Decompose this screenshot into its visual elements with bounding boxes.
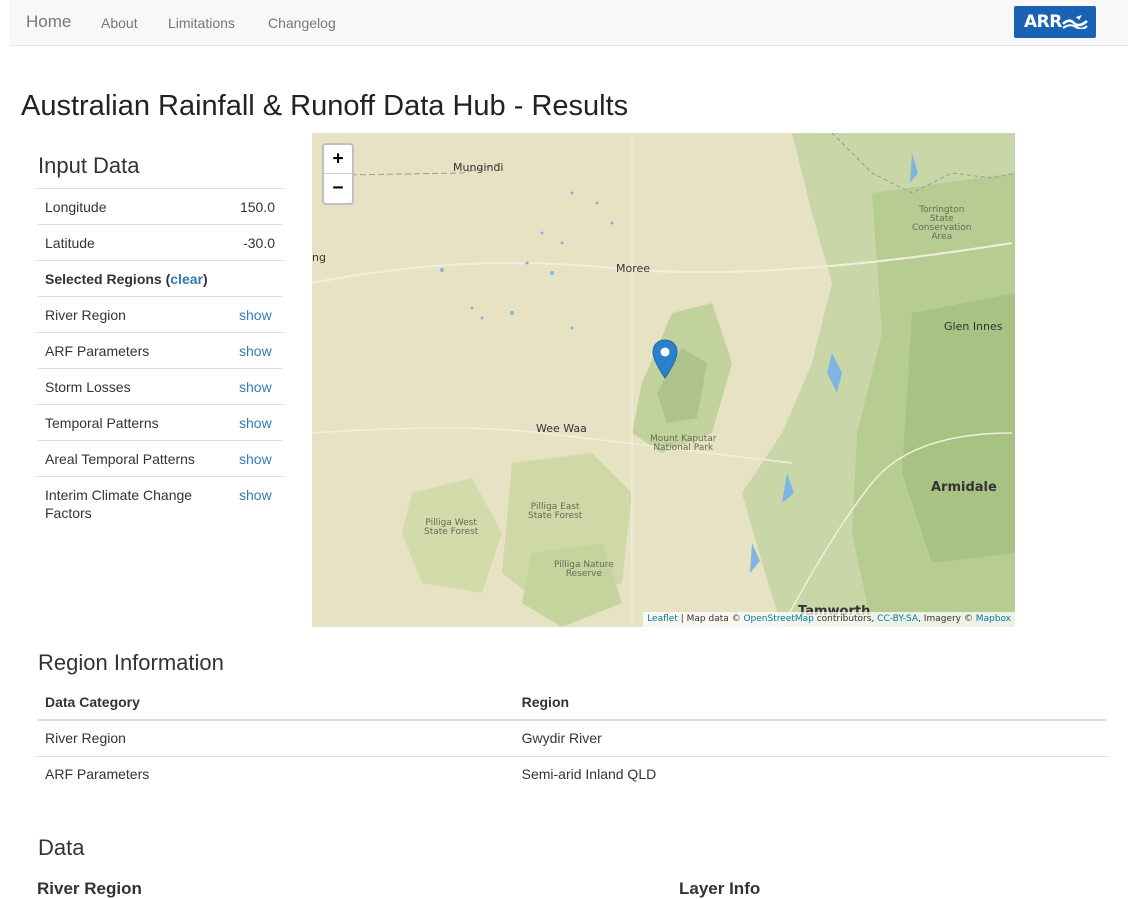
map-label-line: Area xyxy=(931,232,953,242)
attribution-text: , Imagery © xyxy=(918,614,976,624)
map-label-line: Pilliga West xyxy=(425,518,477,528)
region-information-table: Data Category Region River Region Gwydir… xyxy=(37,684,1107,792)
map-label-pilliga-nature-reserve: Pilliga Nature Reserve xyxy=(554,561,614,579)
longitude-row: Longitude 150.0 xyxy=(37,188,283,225)
selected-regions-row: Selected Regions (clear) xyxy=(37,260,283,297)
selected-regions-label: Selected Regions (clear) xyxy=(37,260,283,297)
leaflet-link[interactable]: Leaflet xyxy=(647,614,678,624)
longitude-label: Longitude xyxy=(37,188,217,225)
map-label-line: Reserve xyxy=(565,569,603,579)
map-label-line: Pilliga East xyxy=(530,502,580,512)
region-row-storm: Storm Losses show xyxy=(37,368,283,405)
region-row-label: Temporal Patterns xyxy=(37,404,217,441)
attribution-text: contributors, xyxy=(813,614,878,624)
openstreetmap-link[interactable]: OpenStreetMap xyxy=(743,614,814,624)
region-information-heading: Region Information xyxy=(38,650,224,675)
table-cell-region: Gwydir River xyxy=(513,719,1107,756)
map-marker-icon[interactable] xyxy=(652,339,678,379)
nav-home-link[interactable]: Home xyxy=(26,12,72,31)
region-row-label: Areal Temporal Patterns xyxy=(37,440,217,477)
table-cell-category: River Region xyxy=(37,719,514,756)
map-terrain xyxy=(312,133,1015,627)
navbar: Home About Limitations Changelog ARR xyxy=(9,0,1128,46)
show-climate-change-factors-link[interactable]: show xyxy=(217,476,283,537)
map-label-torrington: Torrington State Conservation Area xyxy=(912,206,972,242)
map-label-moree: Moree xyxy=(616,262,651,275)
region-row-climate: Interim Climate Change Factors show xyxy=(37,476,283,537)
region-row-label: Storm Losses xyxy=(37,368,217,405)
map-label-mount-kaputar: Mount Kaputar National Park xyxy=(650,435,717,453)
logo-text: ARR xyxy=(1024,12,1062,32)
wave-icon xyxy=(1062,15,1088,29)
selected-regions-text: Selected Regions ( xyxy=(45,270,171,287)
region-row-label: River Region xyxy=(37,296,217,333)
region-row-areal: Areal Temporal Patterns show xyxy=(37,440,283,477)
map-label-glen-innes: Glen Innes xyxy=(944,320,1003,333)
map-label-wee-waa: Wee Waa xyxy=(536,422,587,435)
arr-logo[interactable]: ARR xyxy=(1014,6,1096,38)
map[interactable]: + − Mungindi Moree Glen Innes Wee Waa Ar… xyxy=(312,133,1015,627)
input-data-heading: Input Data xyxy=(38,153,140,178)
map-label-mungindi: Mungindi xyxy=(453,161,504,174)
data-heading: Data xyxy=(38,835,85,860)
zoom-control: + − xyxy=(322,143,354,205)
river-region-subheading: River Region xyxy=(37,879,142,898)
show-storm-losses-link[interactable]: show xyxy=(217,368,283,405)
map-label-ng: ng xyxy=(312,251,326,264)
zoom-in-button[interactable]: + xyxy=(324,145,352,174)
latitude-value: -30.0 xyxy=(217,224,283,261)
latitude-row: Latitude -30.0 xyxy=(37,224,283,261)
region-row-label: Interim Climate Change Factors xyxy=(37,476,217,537)
column-header-region: Region xyxy=(513,684,1107,721)
show-arf-parameters-link[interactable]: show xyxy=(217,332,283,369)
map-label-line: State Forest xyxy=(424,527,479,537)
longitude-value: 150.0 xyxy=(217,188,283,225)
attribution-text: | Map data © xyxy=(677,614,744,624)
region-row-arf: ARF Parameters show xyxy=(37,332,283,369)
map-label-line: Torrington xyxy=(919,205,965,215)
map-label-line: State Forest xyxy=(528,511,583,521)
clear-link[interactable]: clear xyxy=(170,270,203,287)
layer-info-subheading: Layer Info xyxy=(679,879,761,898)
nav-about-link[interactable]: About xyxy=(101,15,138,31)
map-label-line: Pilliga Nature xyxy=(554,560,614,570)
table-row: River Region Gwydir River xyxy=(37,719,1107,756)
show-areal-temporal-patterns-link[interactable]: show xyxy=(217,440,283,477)
region-row-label: ARF Parameters xyxy=(37,332,217,369)
map-label-line: Conservation xyxy=(912,223,972,233)
selected-regions-close: ) xyxy=(202,270,208,287)
nav-limitations-link[interactable]: Limitations xyxy=(168,15,235,31)
page-title: Australian Rainfall & Runoff Data Hub - … xyxy=(21,90,629,122)
input-data-table: Longitude 150.0 Latitude -30.0 Selected … xyxy=(37,188,283,537)
map-label-line: Mount Kaputar xyxy=(650,434,717,444)
latitude-label: Latitude xyxy=(37,224,217,261)
map-label-line: State xyxy=(929,214,954,224)
table-header-row: Data Category Region xyxy=(37,684,1107,721)
nav-changelog-link[interactable]: Changelog xyxy=(268,15,336,31)
region-row-river: River Region show xyxy=(37,296,283,333)
map-label-armidale: Armidale xyxy=(931,480,997,495)
map-label-pilliga-east: Pilliga East State Forest xyxy=(528,503,582,521)
cc-by-sa-link[interactable]: CC-BY-SA xyxy=(877,614,919,624)
table-row: ARF Parameters Semi-arid Inland QLD xyxy=(37,755,1107,792)
show-river-region-link[interactable]: show xyxy=(217,296,283,333)
map-label-pilliga-west: Pilliga West State Forest xyxy=(424,519,478,537)
table-cell-region: Semi-arid Inland QLD xyxy=(513,755,1107,792)
mapbox-link[interactable]: Mapbox xyxy=(975,614,1011,624)
table-cell-category: ARF Parameters xyxy=(37,755,514,792)
zoom-out-button[interactable]: − xyxy=(332,177,344,198)
show-temporal-patterns-link[interactable]: show xyxy=(217,404,283,441)
map-label-line: National Park xyxy=(653,443,714,453)
column-header-data-category: Data Category xyxy=(37,684,514,721)
map-attribution: Leaflet | Map data © OpenStreetMap contr… xyxy=(643,612,1015,627)
region-row-temporal: Temporal Patterns show xyxy=(37,404,283,441)
